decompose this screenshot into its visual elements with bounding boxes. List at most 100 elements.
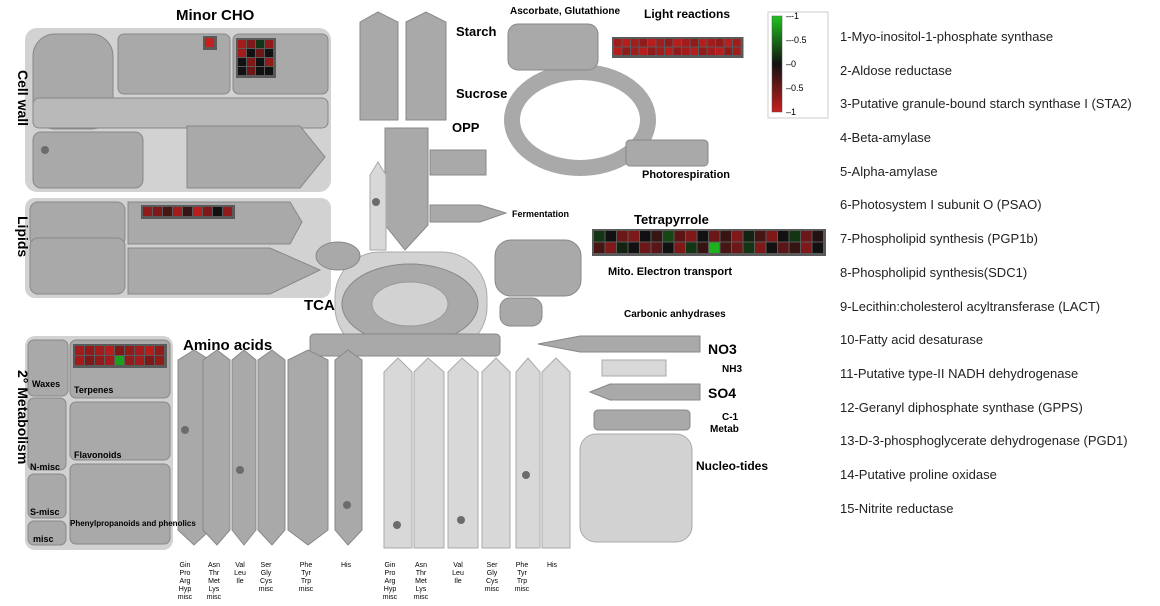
amino-acid-label: Asn — [415, 562, 427, 569]
label-minor-cho: Minor CHO — [176, 7, 255, 24]
amino-acid-label: misc — [299, 586, 314, 593]
heat-cell — [812, 231, 823, 242]
heat-cell — [720, 231, 731, 242]
amino-acid-label: misc — [414, 594, 429, 601]
label-metab: Metab — [710, 424, 739, 435]
heatmap-layer — [73, 36, 826, 368]
amino-acid-label: Leu — [234, 570, 246, 577]
starch-sucrose-region — [359, 11, 508, 251]
amino-acid-label: Cys — [260, 578, 273, 585]
heat-cell — [651, 242, 662, 253]
amino-acid-label: His — [341, 562, 352, 569]
label-tetrapyrrole: Tetrapyrrole — [634, 212, 709, 227]
label-s-misc: S-misc — [30, 507, 60, 517]
heat-cell — [238, 67, 246, 75]
heat-cell — [709, 231, 720, 242]
label-ascorbate: Ascorbate, Glutathione — [510, 6, 620, 17]
heat-cell — [183, 207, 192, 216]
heat-cell — [256, 58, 264, 66]
amino-acid-label: Lys — [209, 586, 220, 593]
label-c1: C-1 — [722, 412, 739, 423]
label-phenylpropanoids: Phenylpropanoids and phenolics — [70, 519, 196, 528]
heat-cell — [699, 39, 707, 47]
heat-cell — [85, 356, 94, 365]
heat-cell — [594, 242, 605, 253]
amino-acid-region — [177, 333, 571, 549]
label-flavonoids: Flavonoids — [74, 450, 122, 460]
heat-cell — [203, 207, 212, 216]
heat-block-light-reactions — [612, 37, 744, 58]
heat-cell — [163, 207, 172, 216]
heat-cell — [720, 242, 731, 253]
n-s-nucleotide-region — [537, 335, 701, 543]
heat-cell — [631, 47, 639, 55]
heat-cell — [247, 49, 255, 57]
heat-cell — [674, 231, 685, 242]
heat-cell — [256, 40, 264, 48]
heat-cell — [755, 242, 766, 253]
gene-list-item: 8-Phospholipid synthesis(SDC1) — [840, 264, 1028, 280]
heat-cell — [690, 39, 698, 47]
heat-cell — [789, 231, 800, 242]
heat-cell — [238, 58, 246, 66]
heat-cell — [690, 47, 698, 55]
label-amino-acids: Amino acids — [183, 337, 272, 354]
heat-cell — [265, 58, 273, 66]
heat-cell — [75, 356, 84, 365]
heat-cell — [605, 242, 616, 253]
label-so4: SO4 — [708, 385, 736, 401]
heat-cell — [801, 242, 812, 253]
label-nucleotides: Nucleo-tides — [696, 459, 768, 473]
heat-cell — [686, 231, 697, 242]
heat-cell — [639, 39, 647, 47]
amino-acid-label: misc — [485, 586, 500, 593]
heat-cell — [640, 242, 651, 253]
label-sucrose: Sucrose — [456, 86, 507, 101]
heat-cell — [682, 47, 690, 55]
heat-cell — [617, 242, 628, 253]
amino-acid-label: Met — [208, 578, 220, 585]
amino-acid-label: Val — [453, 562, 463, 569]
label-photorespiration: Photorespiration — [642, 169, 730, 181]
heat-cell — [155, 346, 164, 355]
label-fermentation: Fermentation — [512, 209, 569, 219]
label-nh3: NH3 — [722, 364, 742, 375]
heat-cell — [697, 231, 708, 242]
heat-cell — [193, 207, 202, 216]
amino-acid-label: Thr — [416, 570, 427, 577]
amino-acid-label: Asn — [208, 562, 220, 569]
legend-tick-label: –-0.5 — [786, 35, 807, 45]
amino-acid-label: Gin — [180, 562, 191, 569]
heat-cell — [125, 356, 134, 365]
heat-cell — [732, 242, 743, 253]
heat-cell — [247, 58, 255, 66]
heat-cell — [778, 242, 789, 253]
heat-cell — [115, 346, 124, 355]
amino-acid-label: Phe — [300, 562, 313, 569]
heat-cell — [256, 49, 264, 57]
heat-cell — [766, 231, 777, 242]
heat-cell — [743, 242, 754, 253]
heat-block-terpenes — [73, 344, 167, 368]
amino-acid-label: Tyr — [517, 570, 527, 577]
amino-acid-label: Arg — [385, 578, 396, 585]
heat-cell — [631, 39, 639, 47]
amino-acid-label: misc — [383, 594, 398, 601]
legend-gradient — [771, 15, 783, 113]
heat-cell — [656, 39, 664, 47]
legend-tick-label: –1 — [786, 107, 796, 117]
heat-cell — [153, 207, 162, 216]
gene-list-item: 14-Putative proline oxidase — [840, 466, 997, 482]
heat-cell — [755, 231, 766, 242]
heat-cell — [724, 47, 732, 55]
heat-cell — [145, 346, 154, 355]
amino-acid-label: Pro — [385, 570, 396, 577]
amino-acid-label: Ile — [454, 578, 462, 585]
gene-list-item: 7-Phospholipid synthesis (PGP1b) — [840, 231, 1038, 247]
heat-cell — [628, 242, 639, 253]
heat-block-minor-cho-2 — [236, 38, 276, 78]
label-carbonic-anhydrases: Carbonic anhydrases — [624, 309, 726, 320]
amino-acid-label: Tyr — [301, 570, 311, 577]
amino-acid-label: misc — [515, 586, 530, 593]
heat-cell — [686, 242, 697, 253]
